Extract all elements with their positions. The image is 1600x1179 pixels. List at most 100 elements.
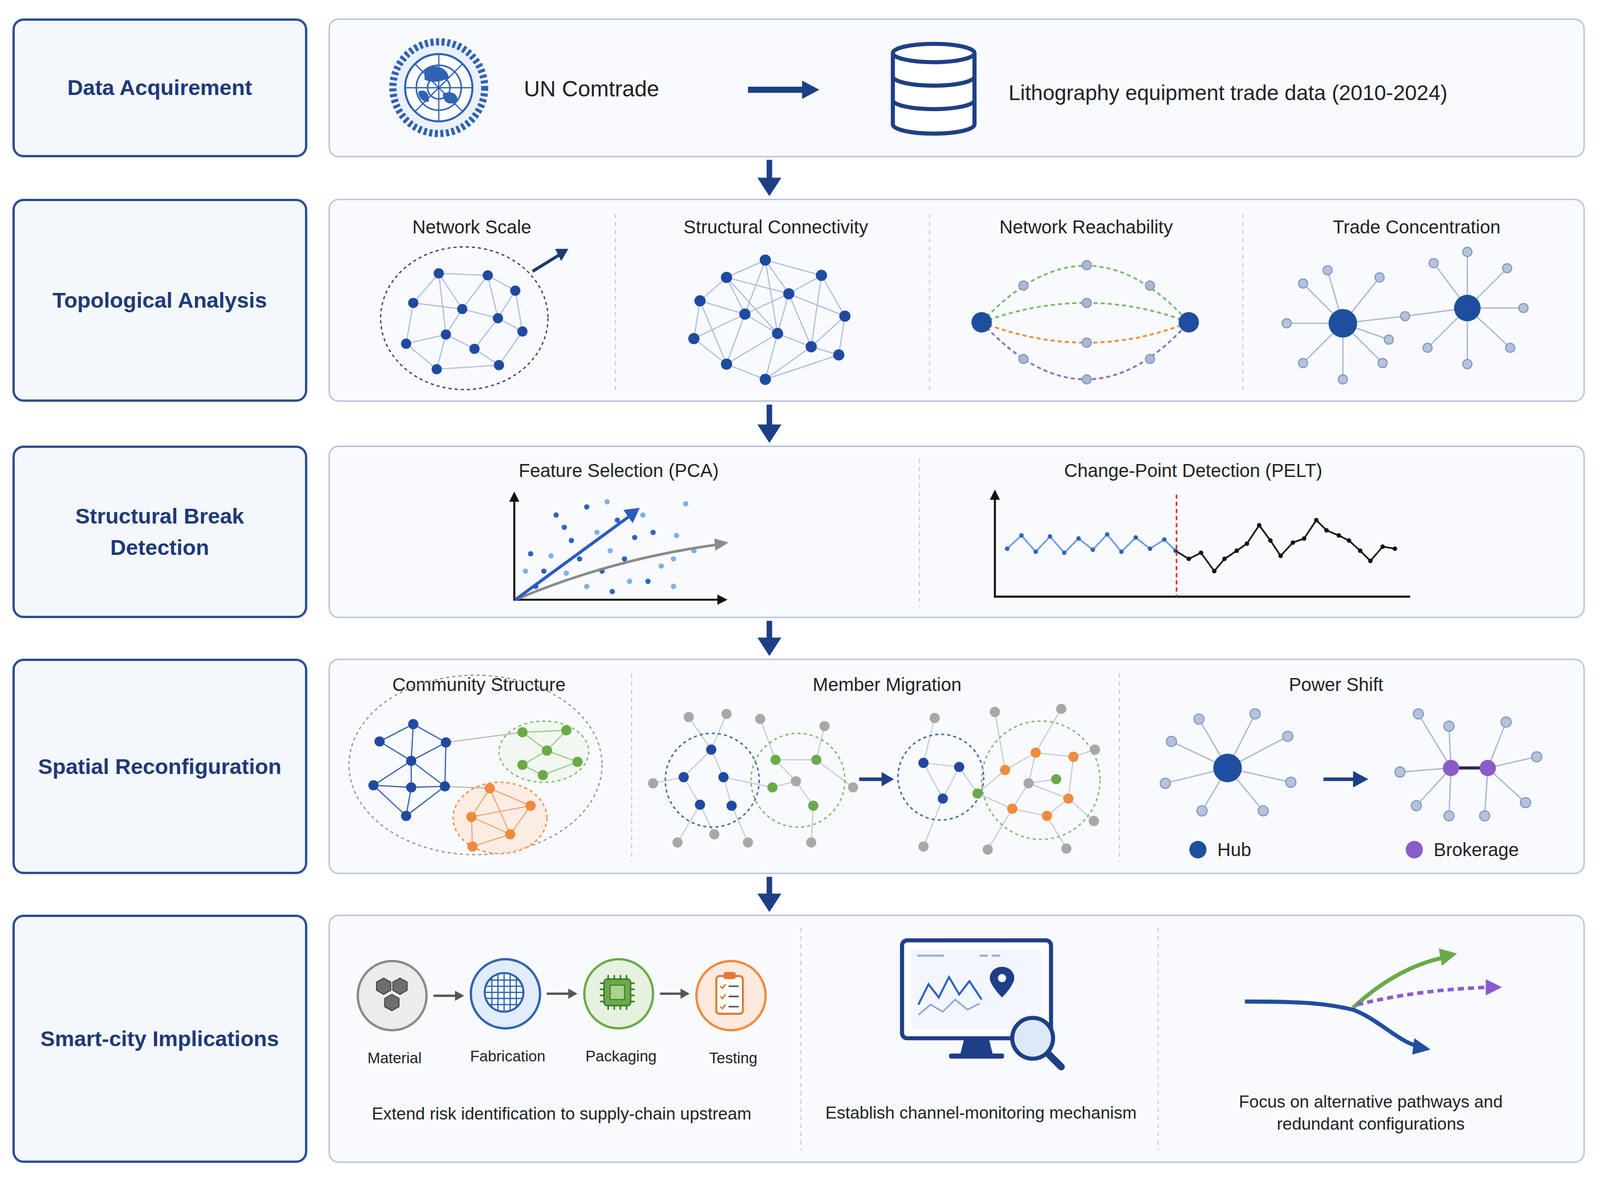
- community-graph-part-part: [572, 757, 583, 768]
- panel-title: Trade Concentration: [1263, 214, 1571, 239]
- community-graph-part-part: [439, 781, 450, 792]
- power-shift-graph-part-part: [1520, 797, 1531, 808]
- network-scale-graph-part-part: [510, 285, 521, 296]
- power-shift-graph-part-part: [1531, 752, 1542, 763]
- migration-graph-part-part: [647, 778, 658, 789]
- power-shift-graph-part: [1479, 759, 1496, 777]
- legend-label: Brokerage: [1433, 839, 1519, 860]
- power-shift-graph-part-part: [1282, 731, 1293, 742]
- community-graph-part-part: [466, 811, 477, 823]
- concentration-stars-part-part: [1384, 334, 1394, 345]
- database-icon-part: [892, 43, 975, 63]
- flow-connector: [757, 620, 782, 657]
- power-shift-graph-part-part: [1258, 805, 1269, 817]
- migration-graph-part-part: [709, 829, 720, 840]
- pca-plot-part-part: [568, 537, 575, 544]
- monitor-icon-part: [989, 967, 1015, 998]
- branching-paths-part: [1357, 987, 1488, 1005]
- un-logo: [393, 41, 485, 134]
- concentration-stars-part-part: [1502, 263, 1512, 274]
- connector-line: [766, 404, 773, 426]
- concentration-stars-part-part: [1378, 358, 1388, 368]
- migration-graph-part-part: [805, 837, 817, 848]
- arrow-head: [680, 988, 690, 999]
- reachability-nodes-part: [1018, 280, 1028, 291]
- arrow-head: [757, 177, 782, 197]
- implication-text: Establish channel-monitoring mechanism: [805, 1102, 1158, 1125]
- concentration-stars: [1282, 247, 1529, 384]
- pca-plot-part-part: [563, 570, 570, 576]
- process-label: Material: [287, 1048, 502, 1069]
- migration-graph-part-part: [726, 800, 737, 812]
- reachability-nodes-part: [1082, 338, 1092, 348]
- network-scale-graph-part: [380, 246, 549, 390]
- power-shift-graph-part-part: [1285, 777, 1296, 788]
- panel-separator-part: [929, 214, 931, 390]
- connectivity-graph-part-part: [721, 358, 733, 370]
- network-scale-graph-part: [405, 273, 523, 370]
- community-graph-part-part: [467, 841, 478, 852]
- monitor-icon-part: [918, 977, 982, 1005]
- flow-connector: [433, 991, 465, 1002]
- community-graph-part: [499, 721, 590, 783]
- branching-paths-part: [1353, 957, 1444, 1008]
- panel-separator-part: [1157, 928, 1159, 1151]
- migration-graph-part-part: [954, 762, 965, 773]
- community-graph-part: [517, 725, 583, 781]
- community-graph-part: [348, 675, 603, 855]
- material-icon: [376, 978, 407, 1011]
- panel-title: Member Migration: [734, 672, 1041, 697]
- pca-plot-part-part: [609, 589, 615, 595]
- panel-separator-part: [614, 214, 616, 390]
- packaging-icon-part: [600, 975, 635, 1010]
- monitor-icon-part: [997, 974, 1007, 983]
- pca-plot-part-part: [645, 579, 651, 585]
- concentration-stars-part-part: [1518, 303, 1529, 313]
- fabrication-icon-part: [484, 973, 524, 1012]
- un-logo-part: [418, 66, 458, 104]
- monitor-icon-part: [960, 1038, 993, 1055]
- migration-graph-part: [647, 709, 859, 848]
- concentration-stars-part-part: [1429, 258, 1439, 269]
- power-shift-graph-part: [1442, 759, 1459, 777]
- flow-connector: [757, 877, 782, 913]
- concentration-stars-part-part: [1338, 375, 1348, 385]
- pelt-chart-part: [989, 489, 1000, 500]
- flow-arrow-part: [801, 80, 820, 100]
- flow-connector: [757, 160, 782, 197]
- migration-graph-part-part: [1041, 811, 1052, 822]
- migration-graph-part-part: [742, 837, 753, 848]
- reachability-nodes-part: [971, 312, 992, 333]
- arrow-head: [454, 991, 465, 1002]
- migration-graph-part: [897, 734, 984, 821]
- monitor-icon-part: [917, 955, 1000, 957]
- power-shift-graph-part-part: [1394, 767, 1405, 778]
- stage-content-box: Extend risk identification to supply-cha…: [328, 914, 1585, 1163]
- migration-graph-part: [981, 721, 1101, 840]
- flow-arrow-part: [747, 86, 805, 93]
- material-icon-part: [393, 978, 408, 995]
- network-scale-graph: [380, 246, 569, 390]
- community-graph-part: [368, 719, 451, 822]
- stage-label: Structural Break Detection: [25, 500, 294, 564]
- community-graph-part: [453, 782, 547, 854]
- panel-title: Structural Connectivity: [622, 214, 930, 239]
- panel-title: Community Structure: [325, 672, 633, 697]
- network-scale-graph-part-part: [457, 304, 468, 315]
- power-shift-graph-part: [1450, 766, 1488, 771]
- migration-graph-part: [1000, 747, 1079, 822]
- connectivity-graph-part-part: [839, 310, 851, 322]
- migration-graph-part: [918, 704, 1101, 855]
- concentration-stars-part-part: [1323, 265, 1333, 275]
- arrow-head: [568, 988, 578, 999]
- panel-title: Change-Point Detection (PELT): [937, 458, 1449, 483]
- pca-plot-part: [515, 544, 718, 600]
- connector-line: [766, 620, 773, 639]
- concentration-stars-part-part: [1462, 359, 1473, 369]
- migration-graph-part-part: [808, 800, 819, 812]
- network-scale-graph-part-part: [431, 364, 442, 375]
- monitor-icon-part: [1046, 1052, 1062, 1068]
- migration-graph-part: [665, 733, 759, 828]
- connectivity-graph-part-part: [833, 349, 845, 361]
